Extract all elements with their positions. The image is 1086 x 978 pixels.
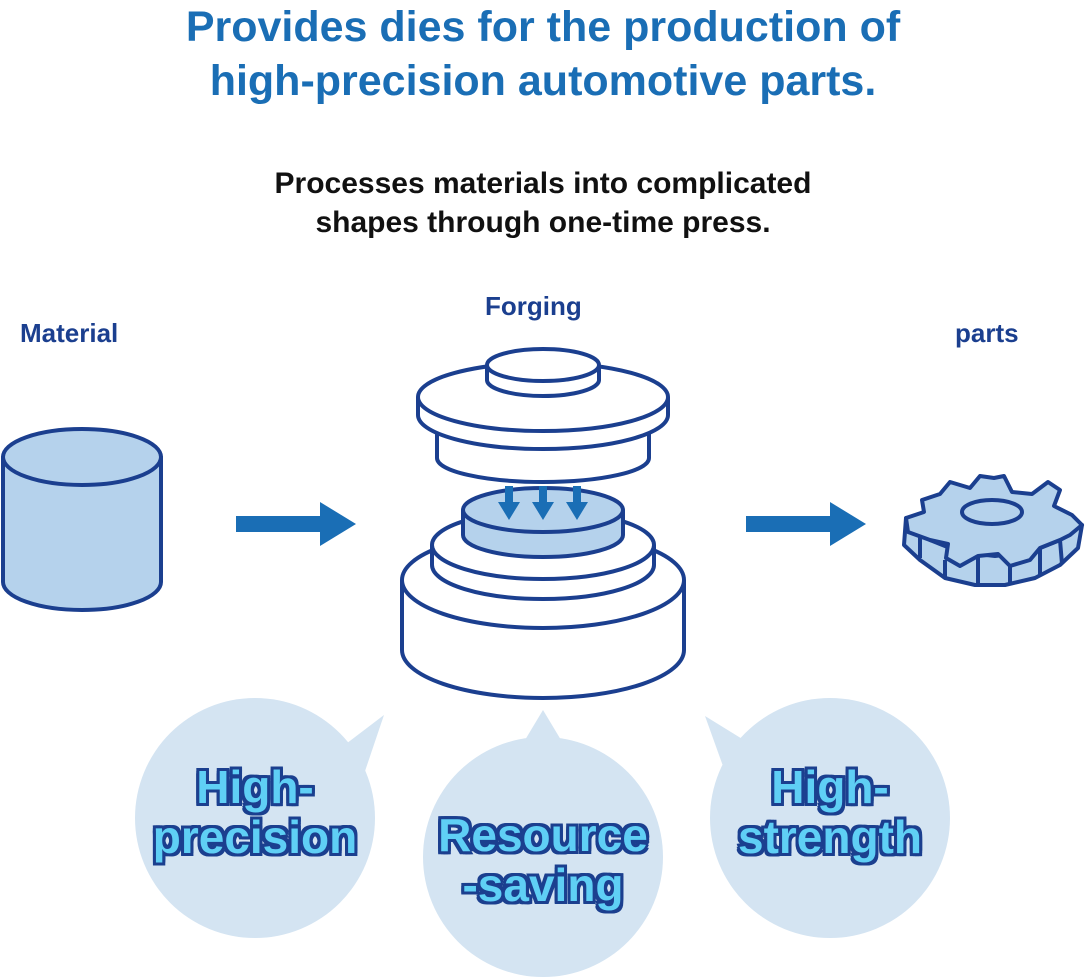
page-subtitle: Processes materials into complicated sha… (0, 164, 1086, 242)
benefit-resource-saving: Resource -saving (410, 810, 676, 910)
material-label: Material (20, 318, 119, 348)
benefit-line: strength (738, 811, 922, 863)
arrow-right-icon (236, 502, 356, 546)
parts-label: parts (955, 318, 1019, 348)
title-line-2: high-precision automotive parts. (209, 57, 877, 105)
benefit-line: -saving (462, 859, 624, 911)
subtitle-line-2: shapes through one-time press. (315, 206, 771, 239)
arrow-right-icon (746, 502, 866, 546)
forging-press-icon (400, 347, 686, 700)
benefit-line: High- (196, 761, 314, 813)
material-cylinder-icon (1, 427, 163, 612)
title-line-1: Provides dies for the production of (185, 3, 901, 51)
benefit-line: High- (771, 761, 889, 813)
subtitle-line-1: Processes materials into complicated (274, 167, 812, 200)
benefit-high-strength: High- strength (705, 762, 955, 862)
press-down-arrows-icon (498, 486, 588, 520)
bubble-high-precision (135, 698, 384, 938)
bubble-high-strength (705, 698, 950, 938)
benefit-high-precision: High- precision (130, 762, 380, 862)
page-title: Provides dies for the production of high… (0, 0, 1086, 108)
forging-label: Forging (485, 291, 582, 321)
gear-part-icon (902, 474, 1084, 587)
bubble-resource-saving (423, 710, 663, 977)
benefit-line: Resource (438, 809, 648, 861)
benefit-line: precision (152, 811, 358, 863)
